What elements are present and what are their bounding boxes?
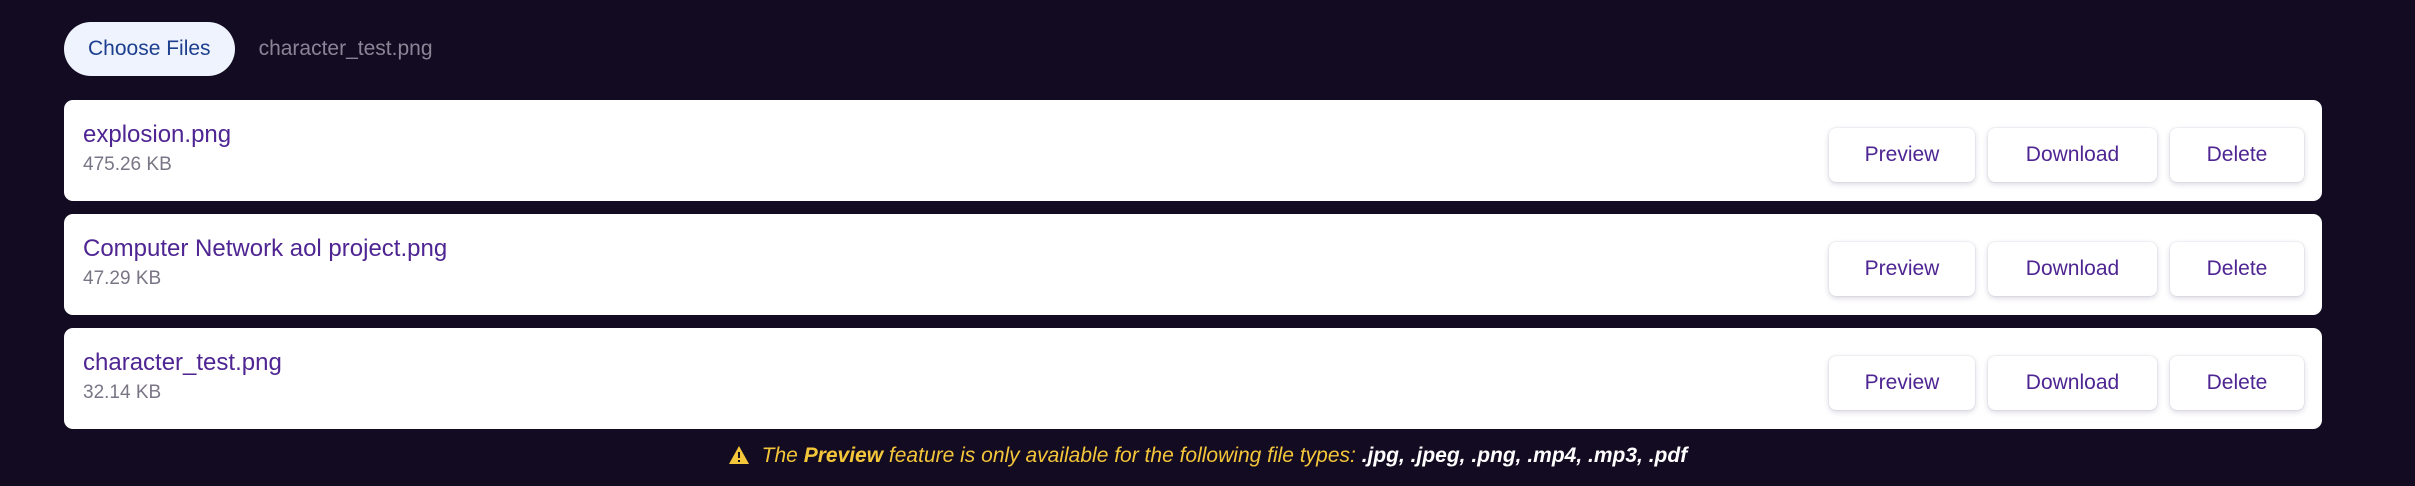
file-info: explosion.png 475.26 KB bbox=[83, 120, 231, 177]
delete-button[interactable]: Delete bbox=[2170, 356, 2304, 410]
delete-button[interactable]: Delete bbox=[2170, 242, 2304, 296]
preview-button[interactable]: Preview bbox=[1829, 128, 1975, 182]
file-list: explosion.png 475.26 KB Preview Download… bbox=[64, 100, 2322, 442]
file-info: Computer Network aol project.png 47.29 K… bbox=[83, 234, 447, 291]
preview-button[interactable]: Preview bbox=[1829, 242, 1975, 296]
file-picker: Choose Files character_test.png bbox=[64, 22, 433, 76]
file-info: character_test.png 32.14 KB bbox=[83, 348, 282, 405]
file-name: character_test.png bbox=[83, 349, 282, 376]
file-row: character_test.png 32.14 KB Preview Down… bbox=[64, 328, 2322, 429]
warning-icon bbox=[728, 445, 750, 471]
chosen-file-name: character_test.png bbox=[258, 37, 433, 60]
file-actions: Preview Download Delete bbox=[1829, 242, 2304, 296]
delete-button[interactable]: Delete bbox=[2170, 128, 2304, 182]
file-size: 32.14 KB bbox=[83, 382, 162, 403]
preview-notice: The Preview feature is only available fo… bbox=[0, 444, 2415, 471]
notice-prefix: The bbox=[761, 444, 798, 467]
file-actions: Preview Download Delete bbox=[1829, 128, 2304, 182]
file-row: Computer Network aol project.png 47.29 K… bbox=[64, 214, 2322, 315]
download-button[interactable]: Download bbox=[1988, 356, 2157, 410]
download-button[interactable]: Download bbox=[1988, 128, 2157, 182]
notice-emphasis: Preview bbox=[803, 444, 884, 467]
file-size: 475.26 KB bbox=[83, 154, 172, 175]
file-row: explosion.png 475.26 KB Preview Download… bbox=[64, 100, 2322, 201]
preview-button[interactable]: Preview bbox=[1829, 356, 1975, 410]
notice-file-types: .jpg, .jpeg, .png, .mp4, .mp3, .pdf bbox=[1361, 444, 1688, 467]
notice-text: feature is only available for the follow… bbox=[888, 444, 1356, 467]
file-name: Computer Network aol project.png bbox=[83, 235, 448, 262]
choose-files-button[interactable]: Choose Files bbox=[64, 22, 235, 76]
download-button[interactable]: Download bbox=[1988, 242, 2157, 296]
file-actions: Preview Download Delete bbox=[1829, 356, 2304, 410]
file-name: explosion.png bbox=[83, 121, 232, 148]
file-size: 47.29 KB bbox=[83, 268, 162, 289]
